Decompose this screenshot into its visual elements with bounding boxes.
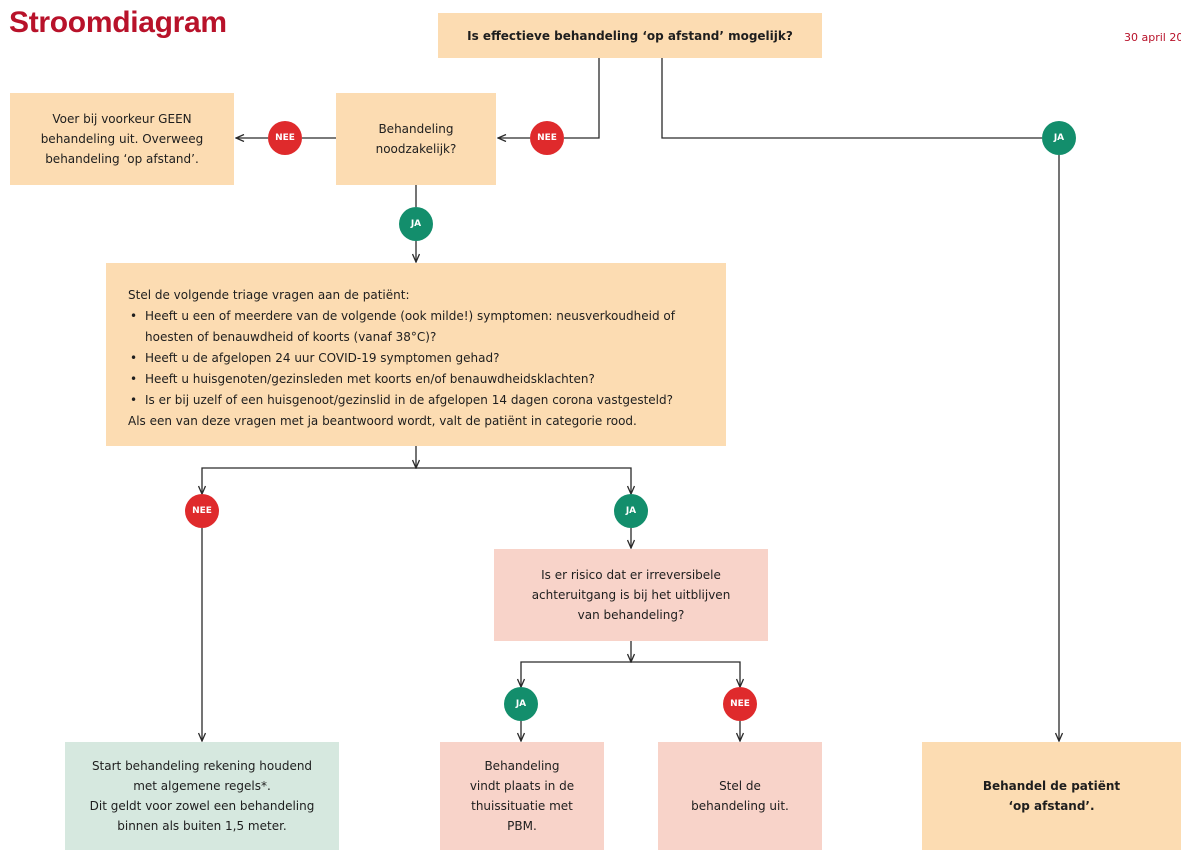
nee-circle-risk: NEE [723,687,757,721]
ja-circle-right: JA [1042,121,1076,155]
triage-questions-box: Stel de volgende triage vragen aan de pa… [106,263,726,446]
treat-remote-box: Behandel de patiënt ‘op afstand’. [922,742,1181,850]
nee-circle-left: NEE [268,121,302,155]
question-remote-text: Is effectieve behandeling ‘op afstand’ m… [467,28,793,43]
home-treatment-box: Behandeling vindt plaats in de thuissitu… [440,742,604,850]
ja-circle-risk: JA [504,687,538,721]
risk-line-1: Is er risico dat er irreversibele [541,568,721,582]
date-label: 30 april 20 [1124,31,1181,44]
ja-circle-triage: JA [614,494,648,528]
connector-split-left [202,467,416,494]
postpone-line-2: behandeling uit. [691,799,789,813]
connector-remote-to-ja [661,58,1042,139]
connector-risk-left [521,661,631,687]
home-line-4: PBM. [507,819,537,833]
triage-question-1: Heeft u een of meerdere van de volgende … [128,306,716,327]
question-treatment-necessary: Behandeling noodzakelijk? [336,93,496,185]
no-treatment-line-1: Voer bij voorkeur GEEN [52,112,192,126]
no-treatment-line-3: behandeling ‘op afstand’. [45,152,199,166]
treat-remote-line-1: Behandel de patiënt [982,779,1121,793]
necessary-line-2: noodzakelijk? [375,142,457,156]
triage-question-2: Heeft u de afgelopen 24 uur COVID-19 sym… [128,348,716,369]
ja-circle-necessary: JA [399,207,433,241]
postpone-line-1: Stel de [719,779,761,793]
triage-question-3: Heeft u huisgenoten/gezinsleden met koor… [128,369,716,390]
nee-circle-top: NEE [530,121,564,155]
triage-outro: Als een van deze vragen met ja beantwoor… [128,414,637,428]
page-title: Stroomdiagram [9,6,227,39]
risk-line-2: achteruitgang is bij het uitblijven [531,588,731,602]
start-line-1: Start behandeling rekening houdend [91,759,313,773]
question-remote-possible: Is effectieve behandeling ‘op afstand’ m… [438,13,822,58]
home-line-3: thuissituatie met [471,799,573,813]
connector-risk-right [631,661,740,687]
triage-question-4: Is er bij uzelf of een huisgenoot/gezins… [128,390,716,411]
triage-question-list: Heeft u een of meerdere van de volgende … [128,306,716,411]
postpone-treatment-box: Stel de behandeling uit. [658,742,822,850]
necessary-line-1: Behandeling [378,122,454,136]
start-line-3: Dit geldt voor zowel een behandeling [89,799,315,813]
no-treatment-line-2: behandeling uit. Overweeg [40,132,204,146]
home-line-1: Behandeling [484,759,560,773]
nee-circle-triage: NEE [185,494,219,528]
treat-remote-line-2: ‘op afstand’. [1008,799,1095,813]
triage-intro: Stel de volgende triage vragen aan de pa… [128,288,410,302]
start-treatment-box: Start behandeling rekening houdend met a… [65,742,339,850]
start-line-4: binnen als buiten 1,5 meter. [117,819,287,833]
connector-split-right [416,467,631,494]
connector-remote-to-nee [564,58,600,139]
triage-question-1-cont: hoesten of benauwdheid of koorts (vanaf … [145,330,437,344]
start-line-2: met algemene regels*. [133,779,271,793]
no-treatment-box: Voer bij voorkeur GEEN behandeling uit. … [10,93,234,185]
question-irreversible-risk: Is er risico dat er irreversibele achter… [494,549,768,641]
risk-line-3: van behandeling? [577,608,685,622]
home-line-2: vindt plaats in de [469,779,575,793]
